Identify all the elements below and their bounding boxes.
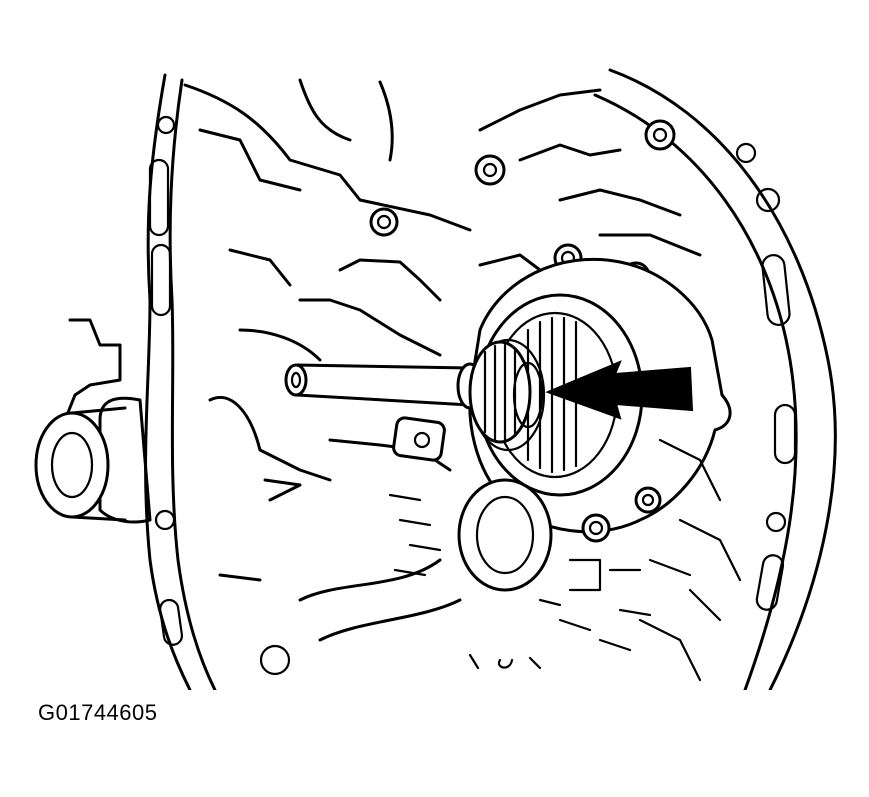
transaxle-case-illustration: [34, 68, 837, 690]
lower-housing-detail: [208, 396, 742, 682]
case-flange-right: [593, 68, 837, 690]
figure-id-label: G01744605: [38, 700, 158, 725]
upper-housing-detail: [183, 78, 702, 362]
case-flange-left: [144, 73, 217, 690]
insertion-arrow-icon: [545, 360, 694, 420]
left-side-boss: [34, 318, 152, 524]
installer-tool: [284, 340, 544, 444]
